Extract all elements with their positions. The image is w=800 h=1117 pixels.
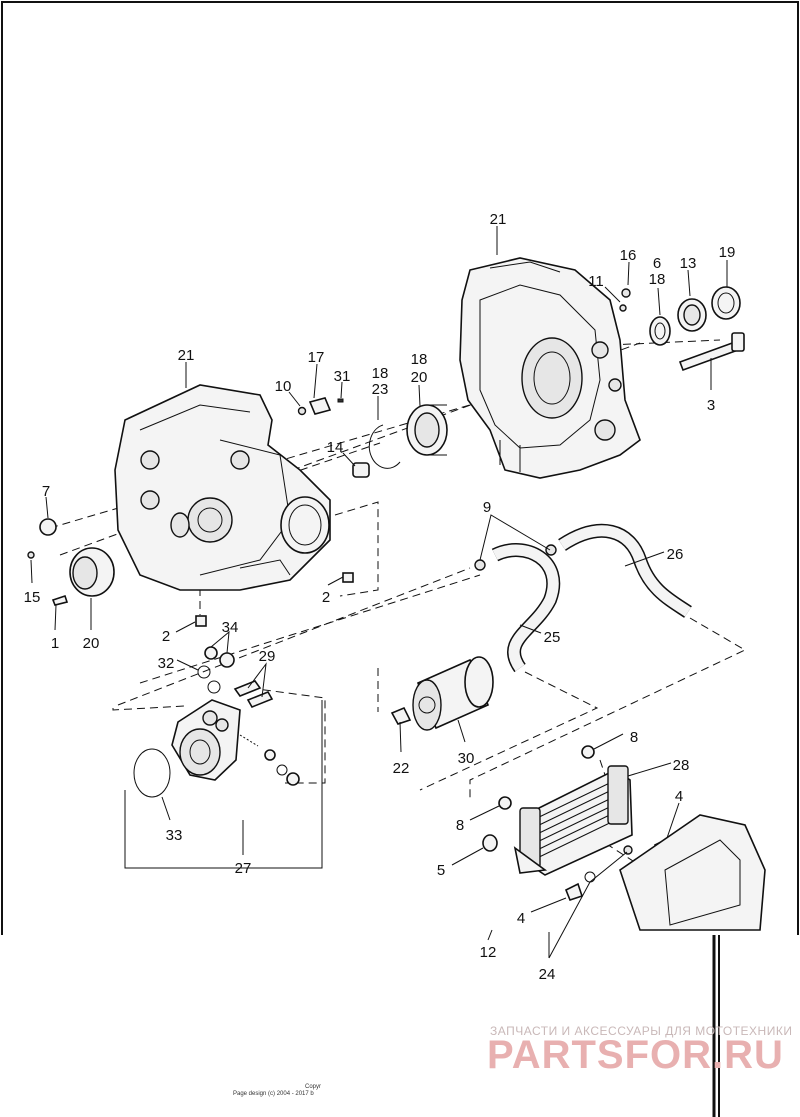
callout-30: 30 bbox=[458, 750, 475, 767]
callout-21b: 21 bbox=[178, 347, 195, 364]
seal-set-6-13-19 bbox=[619, 286, 741, 346]
callout-15: 15 bbox=[24, 589, 41, 606]
watermark: ЗАПЧАСТИ И АКСЕССУАРЫ ДЛЯ МОТОТЕХНИКИ PA… bbox=[487, 1024, 792, 1077]
cooler-cover bbox=[619, 814, 766, 931]
callout-20a: 20 bbox=[411, 369, 428, 386]
callout-17: 17 bbox=[308, 349, 325, 366]
oil-filter-adapter bbox=[133, 646, 300, 798]
callout-33: 33 bbox=[166, 827, 183, 844]
callout-23: 23 bbox=[372, 381, 389, 398]
leader-lines bbox=[30, 226, 728, 959]
callout-28: 28 bbox=[673, 757, 690, 774]
callout-3: 3 bbox=[707, 397, 715, 414]
callout-31: 31 bbox=[334, 368, 351, 385]
hose-25 bbox=[474, 543, 561, 673]
bearing-20-left bbox=[27, 518, 115, 606]
callout-25: 25 bbox=[544, 629, 561, 646]
callout-11: 11 bbox=[588, 273, 604, 290]
callout-18b: 18 bbox=[411, 351, 428, 368]
callout-12: 12 bbox=[480, 944, 497, 961]
callout-8a: 8 bbox=[630, 729, 638, 746]
callout-20b: 20 bbox=[83, 635, 100, 652]
callout-19: 19 bbox=[719, 244, 736, 261]
callout-6: 6 bbox=[653, 255, 661, 272]
watermark-tagline: ЗАПЧАСТИ И АКСЕССУАРЫ ДЛЯ МОТОТЕХНИКИ bbox=[490, 1024, 792, 1038]
callout-18a: 18 bbox=[649, 271, 666, 288]
callout-5: 5 bbox=[437, 862, 445, 879]
callout-10: 10 bbox=[275, 378, 292, 395]
callout-24: 24 bbox=[539, 966, 556, 983]
callout-2a: 2 bbox=[322, 589, 330, 606]
callout-34: 34 bbox=[222, 619, 239, 636]
watermark-logo: PARTSFOR.RU bbox=[487, 1033, 784, 1077]
hose-26 bbox=[545, 523, 692, 618]
callout-9: 9 bbox=[483, 499, 491, 516]
crankcase-right-half bbox=[459, 257, 641, 479]
callout-8b: 8 bbox=[456, 817, 464, 834]
callout-22: 22 bbox=[393, 760, 410, 777]
callout-1: 1 bbox=[51, 635, 59, 652]
callout-14: 14 bbox=[327, 439, 344, 456]
oil-filter-30 bbox=[390, 656, 494, 731]
crankcase-left-half bbox=[114, 384, 331, 591]
callout-27: 27 bbox=[235, 860, 252, 877]
footer: Copyr Page design (c) 2004 - 2017 b bbox=[233, 1084, 321, 1097]
callout-16: 16 bbox=[620, 247, 637, 264]
plug-17-31 bbox=[297, 397, 344, 416]
retaining-ring-23 bbox=[368, 424, 401, 469]
callout-2b: 2 bbox=[162, 628, 170, 645]
callout-4b: 4 bbox=[517, 910, 525, 927]
callout-4a: 4 bbox=[675, 788, 683, 805]
callout-32: 32 bbox=[158, 655, 175, 672]
bolt-3 bbox=[678, 332, 745, 372]
callout-21a: 21 bbox=[490, 211, 507, 228]
footer-copyright: Copyr bbox=[305, 1084, 321, 1090]
callout-13: 13 bbox=[680, 255, 697, 272]
bearing-20-right bbox=[406, 404, 448, 456]
callout-18c: 18 bbox=[372, 365, 389, 382]
footer-design: Page design (c) 2004 - 2017 b bbox=[233, 1091, 314, 1097]
callout-7: 7 bbox=[42, 483, 50, 500]
callout-29: 29 bbox=[259, 648, 276, 665]
callout-26: 26 bbox=[667, 546, 684, 563]
dowel-14 bbox=[352, 462, 370, 478]
